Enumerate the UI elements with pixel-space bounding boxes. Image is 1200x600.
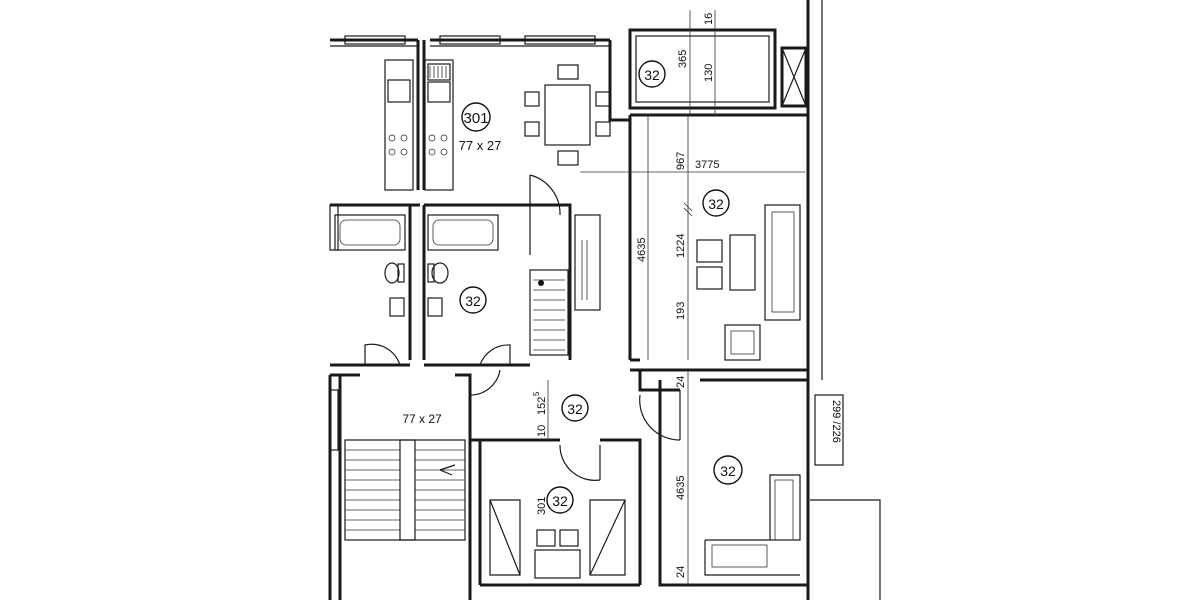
kitchen-counter-left bbox=[384, 59, 414, 191]
svg-text:32: 32 bbox=[708, 196, 724, 212]
sofa bbox=[764, 204, 801, 321]
bathtub-left bbox=[334, 214, 406, 251]
coffee-table bbox=[696, 234, 756, 291]
dim-365: 365 bbox=[677, 50, 689, 68]
room-badge-small: 32 bbox=[546, 486, 574, 514]
svg-text:32: 32 bbox=[465, 293, 481, 309]
dimension-lines bbox=[547, 10, 805, 585]
dim-10: 10 bbox=[536, 425, 548, 437]
stair-size-label: 77 x 27 bbox=[402, 412, 442, 426]
doors bbox=[364, 174, 681, 481]
room-badge-balcony: 32 bbox=[638, 60, 666, 88]
room-badge-bath: 32 bbox=[459, 286, 487, 314]
staircase bbox=[344, 439, 466, 541]
dim-1224: 1224 bbox=[675, 234, 687, 258]
toilet-left bbox=[384, 262, 405, 284]
svg-text:32: 32 bbox=[567, 401, 583, 417]
svg-text:301: 301 bbox=[463, 110, 488, 127]
dim-967: 967 bbox=[675, 152, 687, 170]
kitchen-size-label: 77 x 27 bbox=[459, 138, 502, 153]
dim-4635-living: 4635 bbox=[636, 238, 648, 262]
dim-130: 130 bbox=[703, 64, 715, 82]
room-badge-living: 32 bbox=[702, 189, 730, 217]
svg-text:32: 32 bbox=[720, 463, 736, 479]
dim-24-top: 24 bbox=[675, 376, 687, 388]
kitchen-counter-right bbox=[424, 59, 454, 191]
walls bbox=[328, 0, 881, 600]
dim-299-226: 299 /226 bbox=[830, 400, 842, 443]
room-badge-hall: 32 bbox=[561, 394, 589, 422]
bathtub-right bbox=[427, 214, 499, 251]
dim-301: 301 bbox=[536, 497, 548, 515]
svg-text:152: 152 bbox=[536, 397, 548, 415]
corner-sofa bbox=[704, 474, 801, 576]
toilet-right bbox=[427, 262, 449, 284]
svg-text:32: 32 bbox=[644, 67, 660, 83]
dim-3775: 3775 bbox=[695, 159, 719, 171]
svg-text:5: 5 bbox=[532, 391, 541, 396]
dim-4635-bedroom: 4635 bbox=[675, 476, 687, 500]
room-badge-bedroom: 32 bbox=[713, 455, 743, 485]
dining-table bbox=[524, 64, 611, 166]
dim-16: 16 bbox=[703, 13, 715, 25]
dim-152-5: 152 5 bbox=[532, 391, 548, 415]
armchair bbox=[724, 324, 761, 361]
dim-193: 193 bbox=[675, 302, 687, 320]
room-badge-kitchen: 301 bbox=[461, 102, 491, 132]
lower-room-furniture bbox=[489, 499, 626, 579]
wardrobe bbox=[574, 214, 601, 311]
shower bbox=[529, 269, 569, 356]
sinks bbox=[389, 297, 443, 317]
windows bbox=[329, 35, 596, 451]
svg-text:32: 32 bbox=[552, 493, 568, 509]
dim-24-bottom: 24 bbox=[675, 566, 687, 578]
